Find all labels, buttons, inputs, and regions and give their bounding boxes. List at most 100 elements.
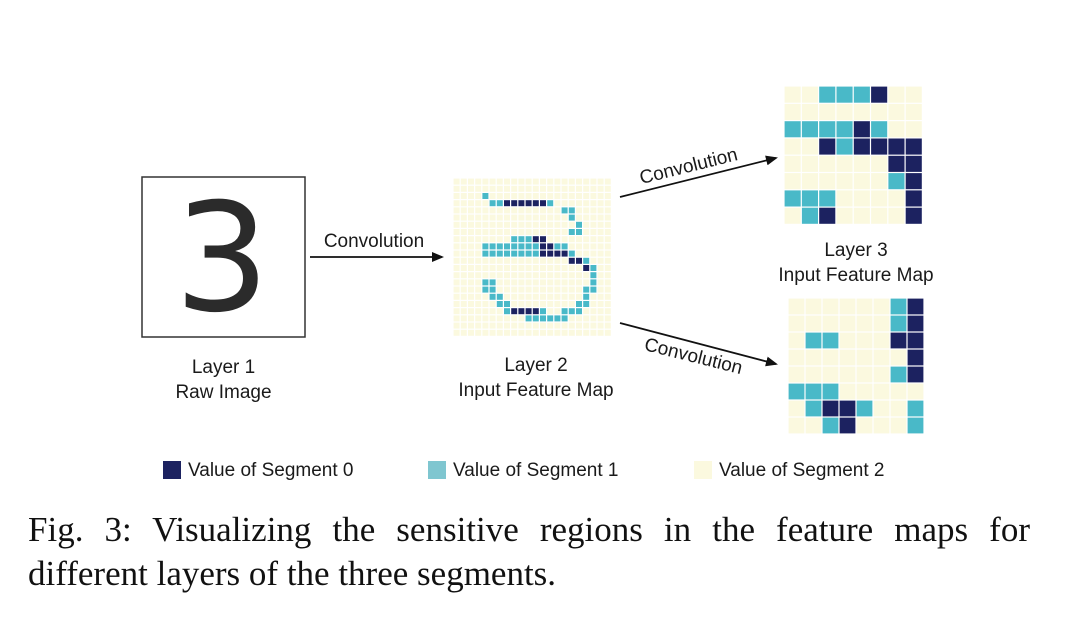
feature-map-cell — [525, 229, 532, 235]
feature-map-cell — [453, 214, 460, 221]
feature-map-cell — [597, 178, 604, 185]
feature-map-cell — [604, 185, 611, 192]
feature-map-cell — [518, 185, 525, 192]
feature-map-cell — [604, 221, 611, 228]
feature-map-cell — [540, 178, 546, 185]
feature-map-cell — [853, 103, 870, 120]
feature-map-cell — [482, 308, 489, 315]
feature-map-cell — [890, 349, 907, 366]
feature-map-cell — [453, 301, 460, 307]
feature-map-cell — [511, 322, 518, 329]
feature-map-cell — [496, 221, 503, 228]
feature-map-cell — [583, 185, 590, 192]
feature-map-cell — [547, 221, 554, 228]
layer1-title: Layer 1 — [191, 357, 256, 378]
feature-map-cell — [554, 178, 561, 185]
feature-map-cell — [604, 214, 611, 221]
feature-map-cell — [525, 200, 532, 207]
feature-map-cell — [819, 103, 836, 120]
feature-map-cell — [540, 221, 546, 228]
feature-map-cell — [496, 293, 503, 300]
feature-map-cell — [568, 265, 575, 271]
feature-map-cell — [532, 301, 539, 307]
feature-map-cell — [888, 155, 905, 172]
layer2-label: Layer 2 Input Feature Map — [436, 353, 636, 403]
feature-map-cell — [568, 272, 575, 279]
feature-map-cell — [540, 308, 546, 315]
feature-map-cell — [805, 349, 822, 366]
feature-map-cell — [489, 257, 496, 264]
feature-map-cell — [905, 121, 922, 138]
feature-map-cell — [554, 315, 561, 322]
feature-map-cell — [460, 279, 467, 286]
feature-map-cell — [590, 301, 597, 307]
feature-map-cell — [468, 272, 474, 279]
feature-map-cell — [489, 200, 496, 207]
feature-map-cell — [518, 301, 525, 307]
feature-map-cell — [805, 332, 822, 349]
feature-map-cell — [822, 400, 839, 417]
feature-map-cell — [460, 200, 467, 207]
feature-map-cell — [532, 322, 539, 329]
feature-map-cell — [460, 207, 467, 214]
feature-map-cell — [561, 293, 568, 300]
feature-map-cell — [504, 265, 510, 271]
feature-map-cell — [583, 207, 590, 214]
feature-map-cell — [525, 308, 532, 315]
feature-map-cell — [801, 86, 818, 103]
feature-map-cell — [540, 265, 546, 271]
feature-map-cell — [890, 400, 907, 417]
feature-map-cell — [576, 221, 582, 228]
feature-map-cell — [453, 286, 460, 293]
feature-map-cell — [468, 308, 474, 315]
feature-map-cell — [468, 322, 474, 329]
feature-map-cell — [856, 332, 873, 349]
feature-map-cell — [888, 86, 905, 103]
feature-map-cell — [576, 193, 582, 199]
feature-map-cell — [532, 207, 539, 214]
layer2-title: Layer 2 — [504, 355, 568, 376]
feature-map-cell — [583, 272, 590, 279]
feature-map-cell — [805, 417, 822, 434]
feature-map-cell — [819, 155, 836, 172]
feature-map-cell — [836, 155, 853, 172]
feature-map-cell — [511, 293, 518, 300]
feature-map-cell — [540, 185, 546, 192]
feature-map-cell — [504, 207, 510, 214]
feature-map-cell — [583, 250, 590, 257]
feature-map-cell — [532, 293, 539, 300]
layer1-subtitle: Raw Image — [175, 382, 272, 403]
feature-map-cell — [590, 243, 597, 250]
feature-map-cell — [475, 272, 482, 279]
feature-map-cell — [504, 315, 510, 322]
feature-map-cell — [496, 236, 503, 243]
feature-map-cell — [839, 366, 856, 383]
feature-map-cell — [460, 257, 467, 264]
feature-map-cell — [482, 178, 489, 185]
feature-map-cell — [839, 315, 856, 332]
feature-map-cell — [504, 243, 510, 250]
feature-map-cell — [511, 301, 518, 307]
feature-map-cell — [475, 279, 482, 286]
feature-map-cell — [853, 121, 870, 138]
convolution-arrow-3 — [619, 322, 778, 367]
feature-map-cell — [468, 214, 474, 221]
feature-map-cell — [489, 329, 496, 336]
feature-map-cell — [568, 286, 575, 293]
feature-map-cell — [788, 315, 805, 332]
feature-map-cell — [788, 417, 805, 434]
feature-map-cell — [504, 329, 510, 336]
feature-map-cell — [568, 236, 575, 243]
feature-map-cell — [511, 207, 518, 214]
feature-map-cell — [525, 329, 532, 336]
feature-map-cell — [468, 279, 474, 286]
feature-map-cell — [540, 200, 546, 207]
feature-map-cell — [568, 243, 575, 250]
feature-map-cell — [482, 279, 489, 286]
feature-map-cell — [590, 265, 597, 271]
feature-map-cell — [597, 221, 604, 228]
feature-map-cell — [482, 185, 489, 192]
feature-map-cell — [468, 185, 474, 192]
feature-map-cell — [475, 236, 482, 243]
feature-map-cell — [489, 207, 496, 214]
